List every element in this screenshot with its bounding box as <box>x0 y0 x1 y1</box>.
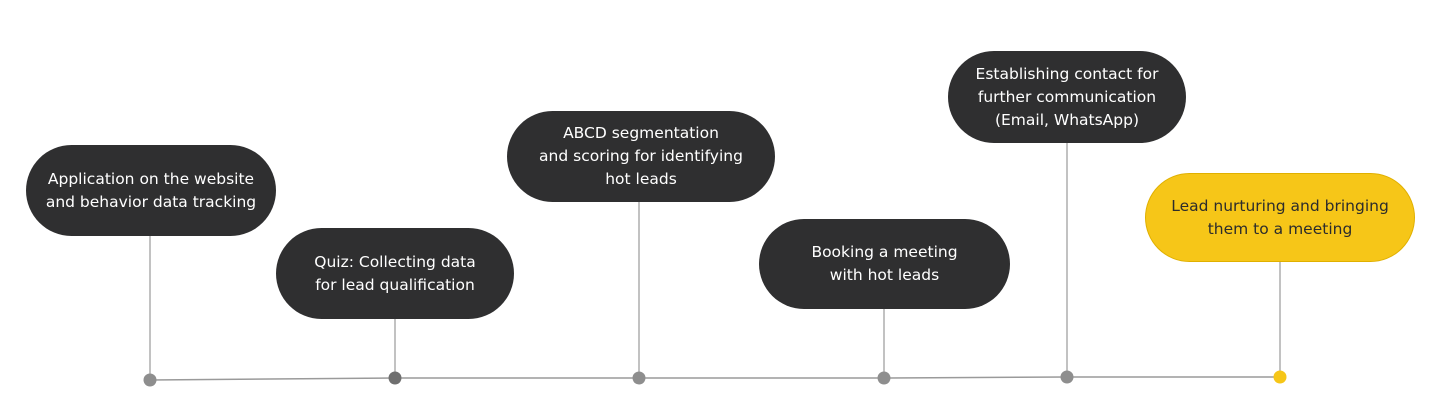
stage-application-tracking: Application on the website and behavior … <box>26 145 276 236</box>
stage-lead-nurturing: Lead nurturing and bringing them to a me… <box>1145 173 1415 262</box>
node-5 <box>1060 370 1074 384</box>
stage-establishing-contact: Establishing contact for further communi… <box>948 51 1186 143</box>
node-4 <box>877 371 891 385</box>
node-2 <box>388 371 402 385</box>
stage-abcd-segmentation: ABCD segmentation and scoring for identi… <box>507 111 775 202</box>
node-3 <box>632 371 646 385</box>
stage-quiz: Quiz: Collecting data for lead qualifica… <box>276 228 514 319</box>
node-1 <box>143 373 157 387</box>
node-6 <box>1273 370 1287 384</box>
timeline-baseline <box>149 376 1280 381</box>
stage-booking-meeting: Booking a meeting with hot leads <box>759 219 1010 309</box>
